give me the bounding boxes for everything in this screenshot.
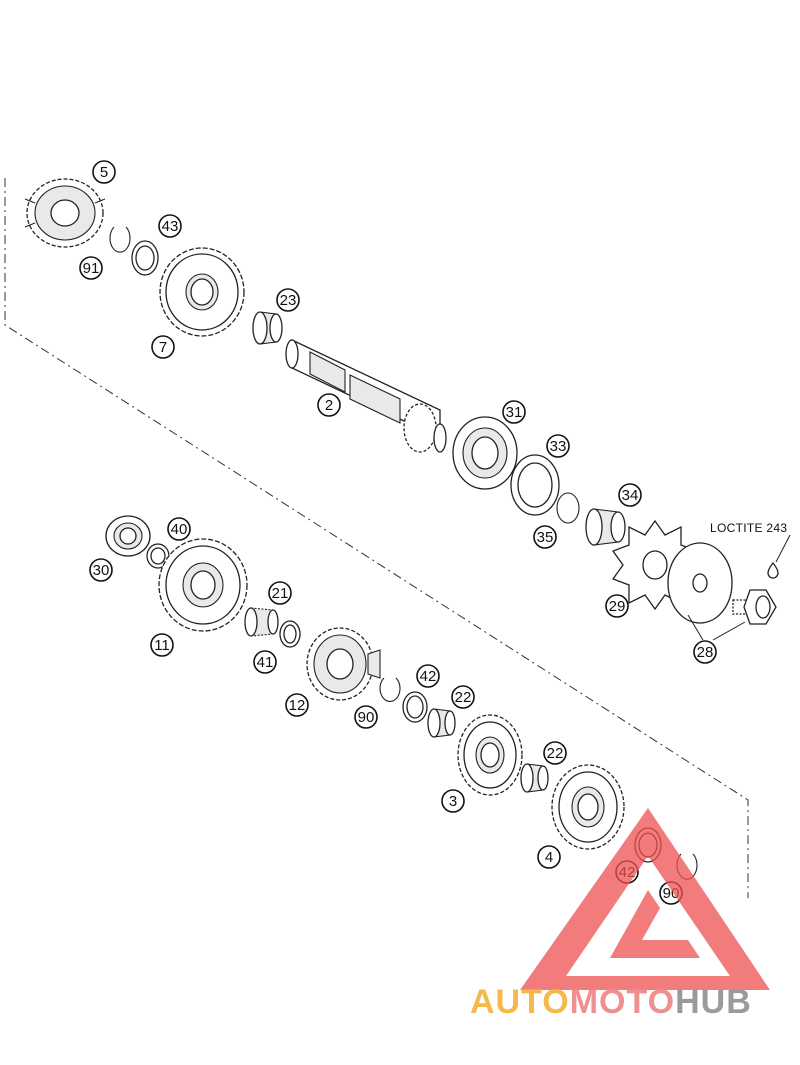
part-22-bush-a[interactable] <box>427 708 456 738</box>
part-2-shaft[interactable] <box>285 338 447 453</box>
svg-text:29: 29 <box>609 598 626 615</box>
part-23-bush[interactable] <box>252 311 283 345</box>
svg-text:35: 35 <box>537 529 554 546</box>
loctite-note: LOCTITE 243 <box>710 521 787 535</box>
part-12-gear[interactable] <box>306 627 381 701</box>
loctite-drop <box>767 561 779 579</box>
assembly-boundary <box>4 178 749 898</box>
part-28-washer[interactable] <box>667 542 733 624</box>
part-31-bearing[interactable] <box>452 416 518 490</box>
callout-41[interactable]: 41 <box>253 650 277 674</box>
svg-text:90: 90 <box>358 709 375 726</box>
callout-11[interactable]: 11 <box>150 633 174 657</box>
svg-text:91: 91 <box>83 260 100 277</box>
svg-text:3: 3 <box>449 793 457 810</box>
svg-text:22: 22 <box>547 745 564 762</box>
callout-21[interactable]: 21 <box>268 581 292 605</box>
svg-text:33: 33 <box>550 438 567 455</box>
part-33-seal[interactable] <box>510 454 560 516</box>
part-35-o-ring[interactable] <box>556 492 580 524</box>
svg-text:30: 30 <box>93 562 110 579</box>
part-3-gear[interactable] <box>457 714 523 796</box>
callout-23[interactable]: 23 <box>276 288 300 312</box>
svg-text:34: 34 <box>622 487 639 504</box>
callout-42-a[interactable]: 42 <box>416 664 440 688</box>
callout-3[interactable]: 3 <box>441 789 465 813</box>
svg-text:42: 42 <box>420 668 437 685</box>
part-21-needle-bearing[interactable] <box>244 607 279 637</box>
svg-text:41: 41 <box>257 654 274 671</box>
callout-30[interactable]: 30 <box>89 558 113 582</box>
part-22-bush-b[interactable] <box>520 763 549 793</box>
callout-34[interactable]: 34 <box>618 483 642 507</box>
svg-text:4: 4 <box>545 849 553 866</box>
svg-text:2: 2 <box>325 397 333 414</box>
watermark-text: AUTOMOTOHUB <box>470 983 752 1021</box>
svg-text:22: 22 <box>455 689 472 706</box>
part-41-washer[interactable] <box>279 620 301 648</box>
svg-text:28: 28 <box>697 644 714 661</box>
svg-text:43: 43 <box>162 218 179 235</box>
callout-31[interactable]: 31 <box>502 400 526 424</box>
part-28-bolt[interactable] <box>732 589 777 625</box>
part-11-gear[interactable] <box>158 538 248 632</box>
part-43-washer[interactable] <box>131 240 159 276</box>
callout-22-b[interactable]: 22 <box>543 741 567 765</box>
callout-90-a[interactable]: 90 <box>354 705 378 729</box>
callout-22-a[interactable]: 22 <box>451 685 475 709</box>
svg-text:40: 40 <box>171 521 188 538</box>
part-30-bearing[interactable] <box>105 515 151 557</box>
svg-text:21: 21 <box>272 585 289 602</box>
svg-text:11: 11 <box>154 637 170 654</box>
part-90-circlip-a[interactable] <box>379 677 401 702</box>
part-42-washer-a[interactable] <box>402 691 428 723</box>
watermark-triangle <box>520 808 770 990</box>
callout-35[interactable]: 35 <box>533 525 557 549</box>
callout-91[interactable]: 91 <box>79 256 103 280</box>
part-4-gear[interactable] <box>551 764 625 850</box>
svg-text:23: 23 <box>280 292 297 309</box>
callout-5[interactable]: 5 <box>92 160 116 184</box>
callout-29[interactable]: 29 <box>605 594 629 618</box>
callout-2[interactable]: 2 <box>317 393 341 417</box>
part-7-gear[interactable] <box>159 247 245 337</box>
svg-text:7: 7 <box>159 339 167 356</box>
leader-28a <box>687 614 704 641</box>
part-34-spacer[interactable] <box>585 508 626 546</box>
leader-28b <box>712 621 746 641</box>
svg-text:12: 12 <box>289 697 306 714</box>
callout-7[interactable]: 7 <box>151 335 175 359</box>
callout-40[interactable]: 40 <box>167 517 191 541</box>
callout-33[interactable]: 33 <box>546 434 570 458</box>
callout-4[interactable]: 4 <box>537 845 561 869</box>
part-5-gear[interactable] <box>24 178 106 248</box>
svg-text:31: 31 <box>506 404 523 421</box>
loctite-leader <box>775 534 791 563</box>
callout-43[interactable]: 43 <box>158 214 182 238</box>
part-91-circlip[interactable] <box>109 226 131 253</box>
svg-text:5: 5 <box>100 164 108 181</box>
callout-28[interactable]: 28 <box>693 640 717 664</box>
watermark-logo <box>520 808 770 990</box>
callout-12[interactable]: 12 <box>285 693 309 717</box>
part-40-washer[interactable] <box>146 543 170 569</box>
